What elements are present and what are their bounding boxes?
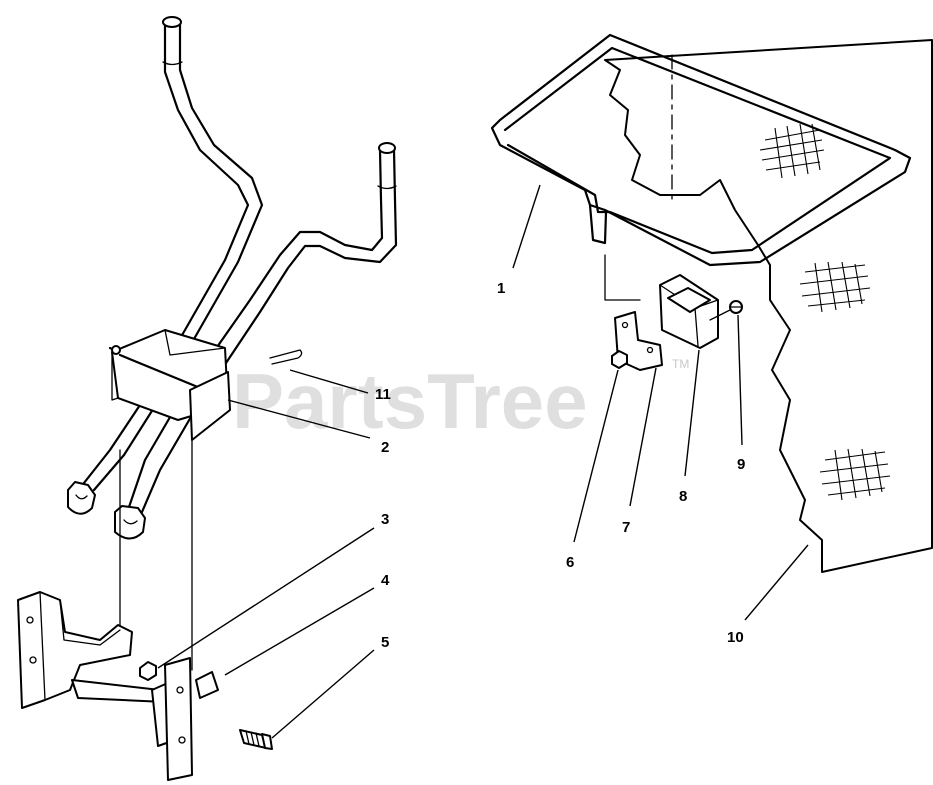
bolt-part-5	[239, 729, 273, 750]
bag-mesh-middle	[799, 261, 871, 313]
callout-labels: 1 2 3 4 5 6 7 8 9 10 11	[375, 280, 745, 651]
callout-1: 1	[497, 280, 505, 297]
handle-assembly	[67, 16, 398, 671]
nut-part-3	[139, 661, 157, 681]
callout-10: 10	[727, 629, 744, 646]
bag-mesh-upper	[759, 123, 825, 179]
nut-part-6	[611, 350, 628, 369]
screw-part-9	[709, 300, 743, 321]
callout-2: 2	[381, 439, 389, 456]
callout-3: 3	[381, 511, 389, 528]
watermark-trademark: TM	[672, 357, 689, 371]
callout-9: 9	[737, 456, 745, 473]
base-bracket	[17, 591, 219, 781]
callout-11: 11	[375, 386, 391, 403]
pin-part-11	[269, 349, 303, 365]
bag-bracket-part-8	[659, 274, 719, 349]
bag-mesh-lower	[819, 448, 891, 501]
callout-6: 6	[566, 554, 574, 571]
grass-bag-assembly	[490, 33, 933, 573]
callout-7: 7	[622, 519, 630, 536]
callout-5: 5	[381, 634, 389, 651]
watermark-text: PartsTree	[232, 357, 588, 445]
callout-4: 4	[381, 572, 390, 589]
leader-lines	[157, 184, 809, 739]
callout-8: 8	[679, 488, 687, 505]
